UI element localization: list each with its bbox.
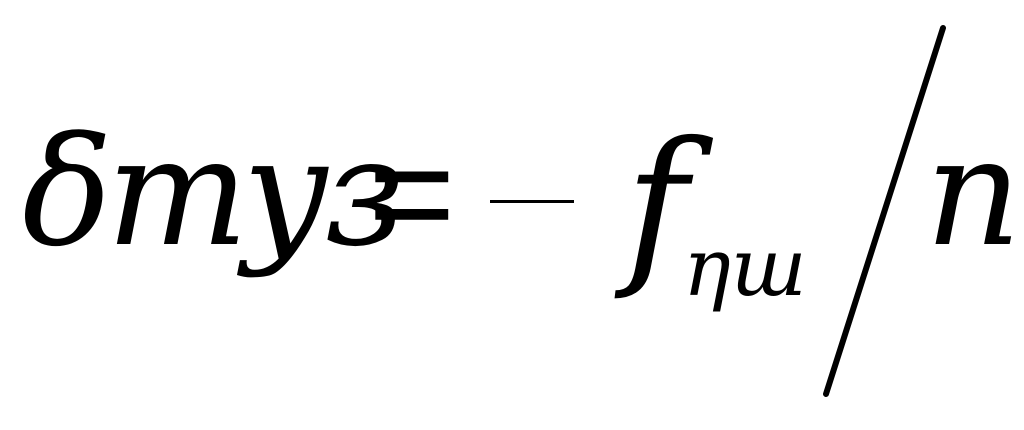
numerator-f: f — [625, 106, 688, 304]
numerator-subscript: ηш — [683, 221, 807, 314]
minus-sign: − — [490, 200, 574, 203]
equals-sign: = — [368, 109, 456, 277]
denominator-n: n — [925, 106, 1022, 280]
formula-lhs: δтуз — [22, 106, 405, 280]
